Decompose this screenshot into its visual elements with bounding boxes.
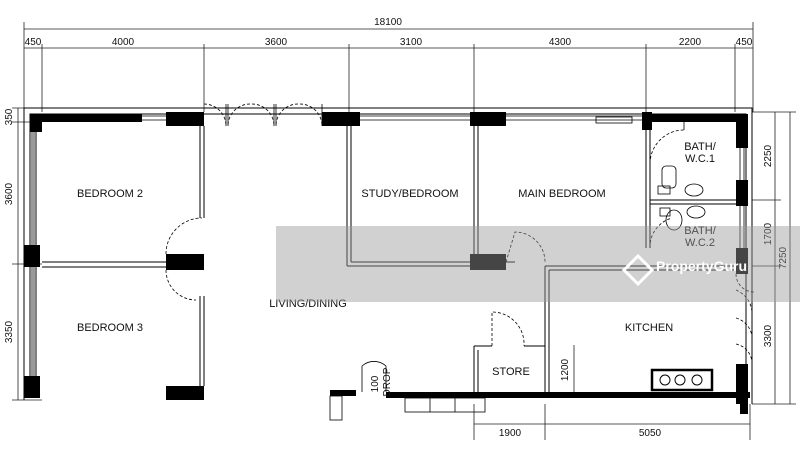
top-dim-2: 4000 (112, 37, 135, 48)
room-label-bath1-line1: BATH/ (684, 141, 717, 153)
store-depth-dim: 1200 (560, 358, 571, 381)
top-dim-6: 2200 (679, 37, 702, 48)
top-dim-4: 3100 (400, 37, 423, 48)
watermark-text: PropertyGuru (656, 258, 747, 274)
room-label-bath2-line2: W.C.2 (685, 237, 715, 249)
door-swings (165, 103, 755, 365)
right-total-dim: 7250 (778, 246, 789, 269)
watermark-band (276, 226, 800, 302)
room-label-kitchen: KITCHEN (625, 322, 673, 334)
room-label-living: LIVING/DINING (269, 298, 347, 310)
drop-label-line1: 100 (370, 375, 381, 392)
left-dim-2: 3600 (4, 182, 15, 205)
door-leaves (225, 104, 685, 130)
room-label-main-bedroom: MAIN BEDROOM (518, 188, 605, 200)
bottom-dim-1: 1900 (499, 428, 522, 439)
drop-label-line2: DROP (382, 367, 393, 396)
top-dim-1: 450 (25, 37, 42, 48)
right-dim-1: 2250 (763, 144, 774, 167)
room-label-study: STUDY/BEDROOM (361, 188, 458, 200)
heavy-walls (24, 112, 750, 414)
windows (31, 115, 745, 421)
right-dim-2: 1700 (763, 222, 774, 245)
room-label-bedroom2: BEDROOM 2 (77, 188, 143, 200)
right-dim-3: 3300 (763, 324, 774, 347)
top-dimension-lines (23, 22, 754, 112)
watermark-logo-icon (621, 253, 655, 287)
room-label-store: STORE (492, 366, 530, 378)
left-dim-1: 350 (4, 108, 15, 125)
top-dim-7: 450 (736, 37, 753, 48)
bottom-dim-2: 5050 (639, 428, 662, 439)
left-dim-3: 3350 (4, 320, 15, 343)
room-label-bath2-line1: BATH/ (684, 225, 717, 237)
kitchen-sink-icon (650, 368, 714, 392)
drop-step (361, 361, 387, 392)
right-dimension-lines (752, 111, 796, 405)
room-label-bath1-line2: W.C.1 (685, 153, 715, 165)
top-dim-3: 3600 (265, 37, 288, 48)
interior-partitions (42, 126, 736, 392)
bath-fixtures (657, 165, 706, 231)
bottom-dimension-lines (473, 345, 751, 440)
top-dim-5: 4300 (549, 37, 572, 48)
room-label-bedroom3: BEDROOM 3 (77, 322, 143, 334)
total-width-label: 18100 (374, 17, 402, 28)
